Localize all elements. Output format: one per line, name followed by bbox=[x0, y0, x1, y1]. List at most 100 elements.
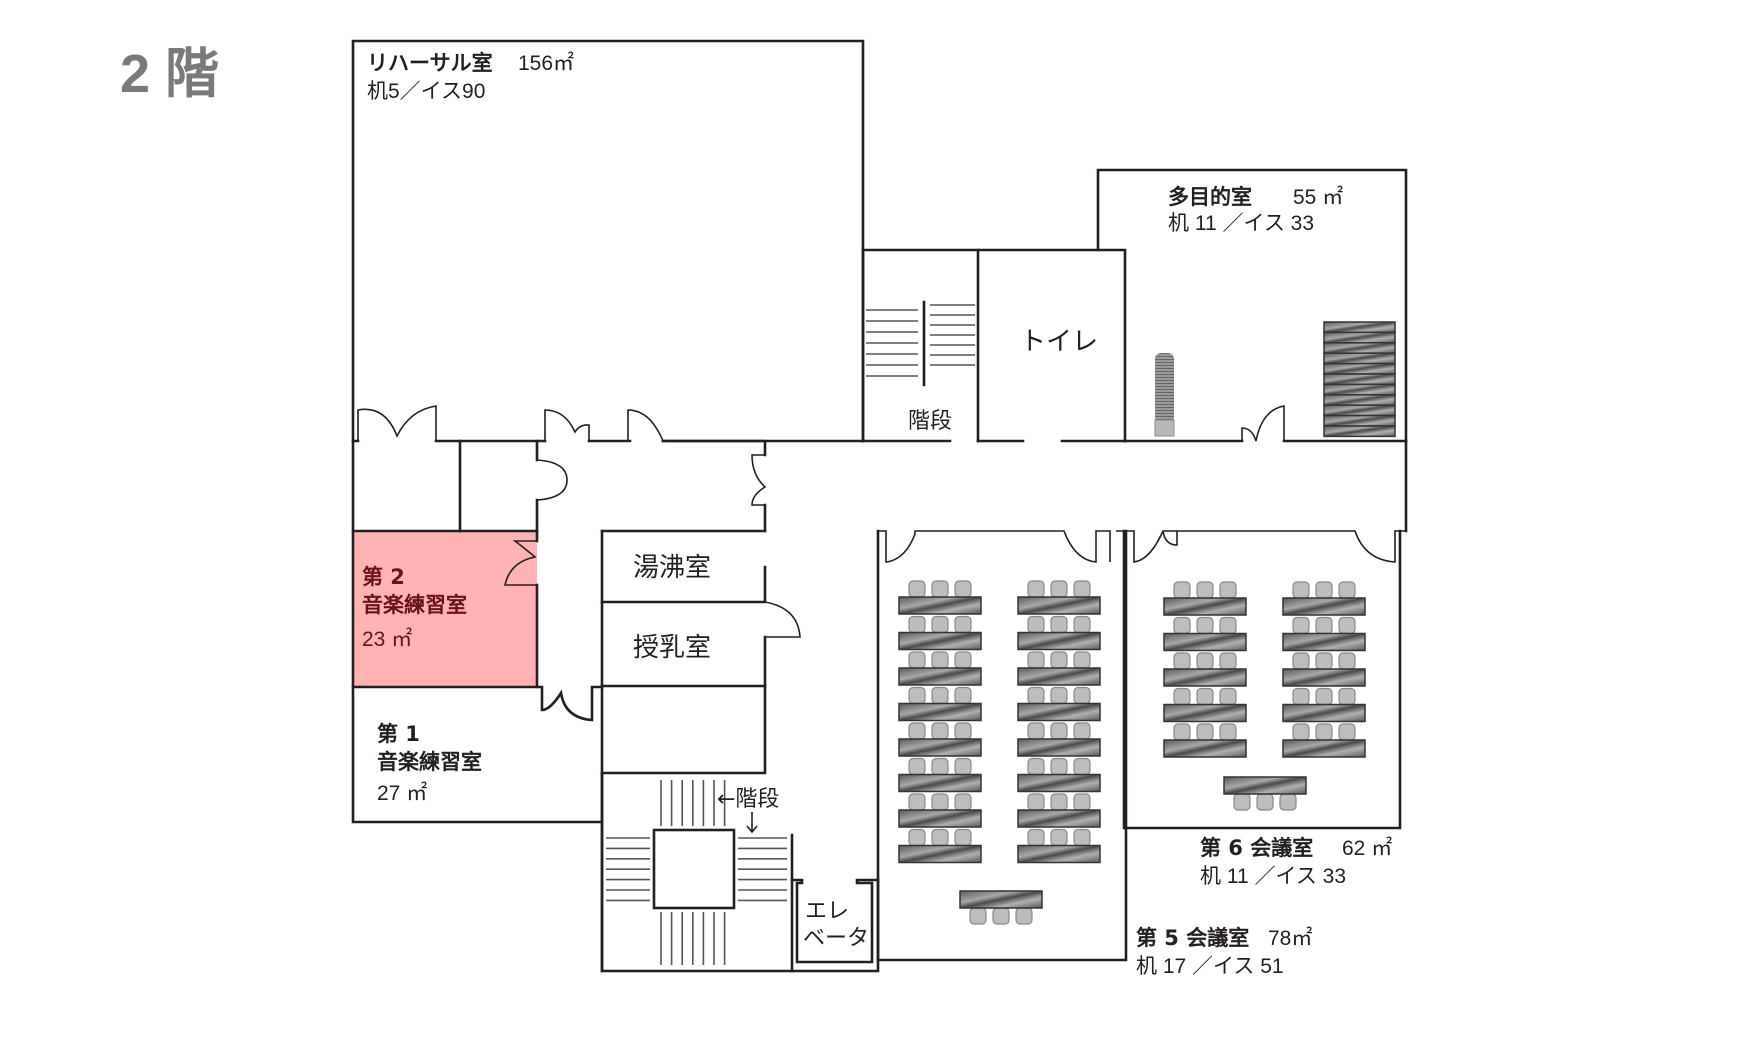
multipurpose-area: 55 ㎡ bbox=[1293, 185, 1343, 209]
desk bbox=[1163, 668, 1247, 687]
desk-set bbox=[898, 580, 982, 615]
desk bbox=[1163, 597, 1247, 616]
desk bbox=[898, 738, 982, 757]
chair bbox=[1233, 793, 1251, 811]
chair bbox=[1050, 615, 1068, 634]
desk bbox=[898, 667, 982, 686]
desk-set bbox=[898, 757, 982, 793]
chair bbox=[1196, 616, 1214, 635]
chair bbox=[1027, 615, 1045, 634]
multipurpose-capacity: 机 11 ／イス 33 bbox=[1168, 212, 1314, 235]
stairs-upper-label: 階段 bbox=[908, 409, 952, 434]
floor-title: 2 階 bbox=[120, 44, 219, 104]
chair bbox=[1292, 723, 1310, 741]
chair bbox=[1027, 722, 1045, 740]
desk-set bbox=[898, 793, 982, 828]
chair bbox=[1256, 793, 1274, 811]
chair bbox=[1050, 651, 1068, 669]
desk-set bbox=[1017, 580, 1101, 615]
chair bbox=[1219, 616, 1237, 635]
chair bbox=[1338, 723, 1356, 741]
desk bbox=[1017, 667, 1101, 686]
music-room-1[interactable]: 第 1 音楽練習室 27 ㎡ bbox=[377, 685, 604, 805]
stacked-chairs bbox=[1155, 353, 1174, 423]
desk-set bbox=[1282, 581, 1366, 616]
chair bbox=[1027, 686, 1045, 705]
elevator-label-1: エレ bbox=[805, 899, 849, 924]
stacked-desk bbox=[1323, 383, 1396, 396]
desk bbox=[898, 773, 982, 793]
music-room-1-area: 27 ㎡ bbox=[377, 781, 427, 805]
chair bbox=[1292, 581, 1310, 599]
music-room-2[interactable]: 第 2 音楽練習室 23 ㎡ bbox=[351, 529, 539, 689]
music-room-1-line1: 第 1 bbox=[377, 722, 420, 746]
chair bbox=[1173, 616, 1191, 635]
chair bbox=[1027, 757, 1045, 776]
desk bbox=[1223, 776, 1307, 795]
desk bbox=[1017, 631, 1101, 651]
chair bbox=[1292, 687, 1310, 706]
chair bbox=[1073, 722, 1091, 740]
stairs-upper[interactable]: 階段 bbox=[861, 248, 980, 443]
storage-rooms bbox=[351, 439, 604, 824]
rehearsal-room[interactable] bbox=[351, 39, 865, 443]
chair bbox=[908, 651, 926, 669]
chair bbox=[1073, 651, 1091, 669]
rehearsal-area: 156㎡ bbox=[518, 51, 574, 75]
desk bbox=[898, 809, 982, 828]
elevator[interactable]: エレ ベータ bbox=[790, 833, 880, 973]
chair bbox=[1292, 616, 1310, 635]
chair bbox=[1050, 757, 1068, 776]
desk-set bbox=[1282, 616, 1366, 652]
desk-set bbox=[1163, 581, 1247, 616]
desk bbox=[1163, 632, 1247, 652]
chair bbox=[1173, 723, 1191, 741]
desk-set bbox=[1017, 615, 1101, 651]
conference-room-5[interactable] bbox=[876, 529, 1128, 962]
chair bbox=[1219, 723, 1237, 741]
chair bbox=[1073, 828, 1091, 847]
stacked-desk bbox=[1323, 425, 1396, 438]
desk-set bbox=[1017, 757, 1101, 793]
chair bbox=[1315, 687, 1333, 706]
desk-set bbox=[898, 615, 982, 651]
desk-set bbox=[898, 722, 982, 757]
desk bbox=[959, 890, 1043, 909]
chair bbox=[1292, 652, 1310, 670]
chair bbox=[1015, 907, 1033, 925]
desk bbox=[1017, 738, 1101, 757]
desk-set bbox=[1163, 687, 1247, 723]
desk bbox=[1282, 703, 1366, 723]
desk-set bbox=[1017, 828, 1101, 864]
nursing-room-label: 授乳室 bbox=[633, 633, 711, 663]
toilet[interactable]: トイレ bbox=[976, 248, 1127, 443]
desk-set bbox=[1017, 722, 1101, 757]
rehearsal-name: リハーサル室 bbox=[367, 51, 493, 75]
multipurpose-room[interactable]: 多目的室 55 ㎡ 机 11 ／イス 33 bbox=[1096, 168, 1408, 443]
chair bbox=[908, 686, 926, 705]
desk-set bbox=[1282, 687, 1366, 723]
stacked-chairs-base bbox=[1154, 419, 1175, 437]
conference-room-5-label: 第 5 会議室 78㎡ 机 17 ／イス 51 bbox=[1136, 926, 1312, 978]
conference-room-6-label: 第 6 会議室 62 ㎡ 机 11 ／イス 33 bbox=[1200, 836, 1392, 888]
chair bbox=[1196, 652, 1214, 670]
conf5-capacity: 机 17 ／イス 51 bbox=[1136, 955, 1284, 978]
chair bbox=[954, 686, 972, 705]
chair bbox=[1173, 687, 1191, 706]
desk-set bbox=[1223, 776, 1307, 811]
chair bbox=[1073, 580, 1091, 598]
desk bbox=[1017, 596, 1101, 615]
chair bbox=[931, 722, 949, 740]
chair bbox=[1279, 793, 1297, 811]
chair bbox=[908, 828, 926, 847]
chair bbox=[1027, 651, 1045, 669]
chair bbox=[1173, 581, 1191, 599]
chair bbox=[1073, 793, 1091, 811]
chair bbox=[931, 828, 949, 847]
chair bbox=[1219, 581, 1237, 599]
conference-room-6[interactable] bbox=[1122, 529, 1406, 830]
chair bbox=[1315, 581, 1333, 599]
stacked-desk bbox=[1323, 331, 1396, 344]
music-room-2-highlight[interactable] bbox=[353, 531, 537, 687]
